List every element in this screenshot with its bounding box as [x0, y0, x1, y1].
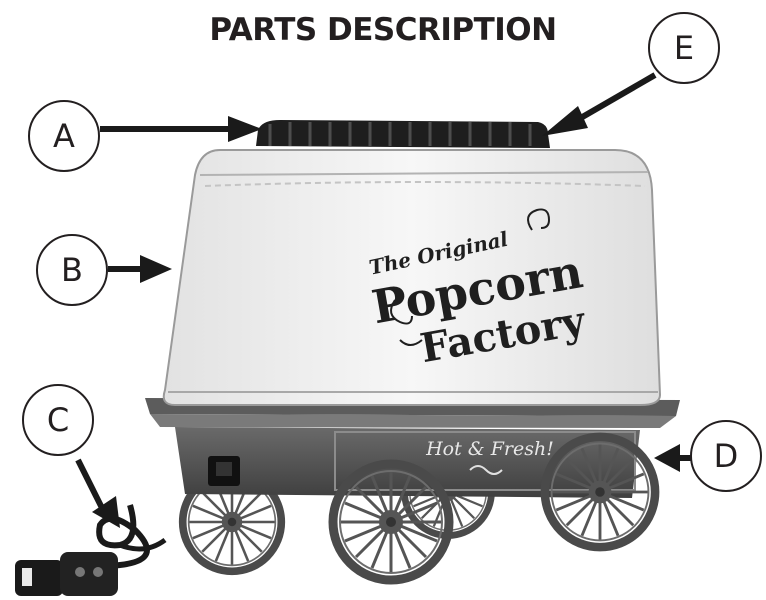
callout-d: D [690, 420, 762, 492]
arrow-b [108, 255, 172, 283]
arrow-e [542, 75, 655, 136]
callout-b-letter: B [61, 254, 83, 286]
callout-c: C [22, 384, 94, 456]
arrow-c [78, 460, 120, 528]
callout-e: E [648, 12, 720, 84]
power-cord [15, 505, 165, 596]
kettle-dome: The Original Popcorn Factory [164, 150, 660, 405]
front-wheel-left [333, 464, 449, 580]
kettle-lid [256, 120, 550, 148]
cart-sign-text: Hot & Fresh! [425, 438, 554, 460]
callout-d-letter: D [714, 440, 739, 472]
callout-e-letter: E [674, 32, 694, 64]
callout-a: A [28, 100, 100, 172]
front-wheel-right [545, 437, 655, 547]
callout-b: B [36, 234, 108, 306]
callout-a-letter: A [53, 120, 75, 152]
arrow-a [100, 116, 262, 142]
callout-c-letter: C [47, 404, 69, 436]
